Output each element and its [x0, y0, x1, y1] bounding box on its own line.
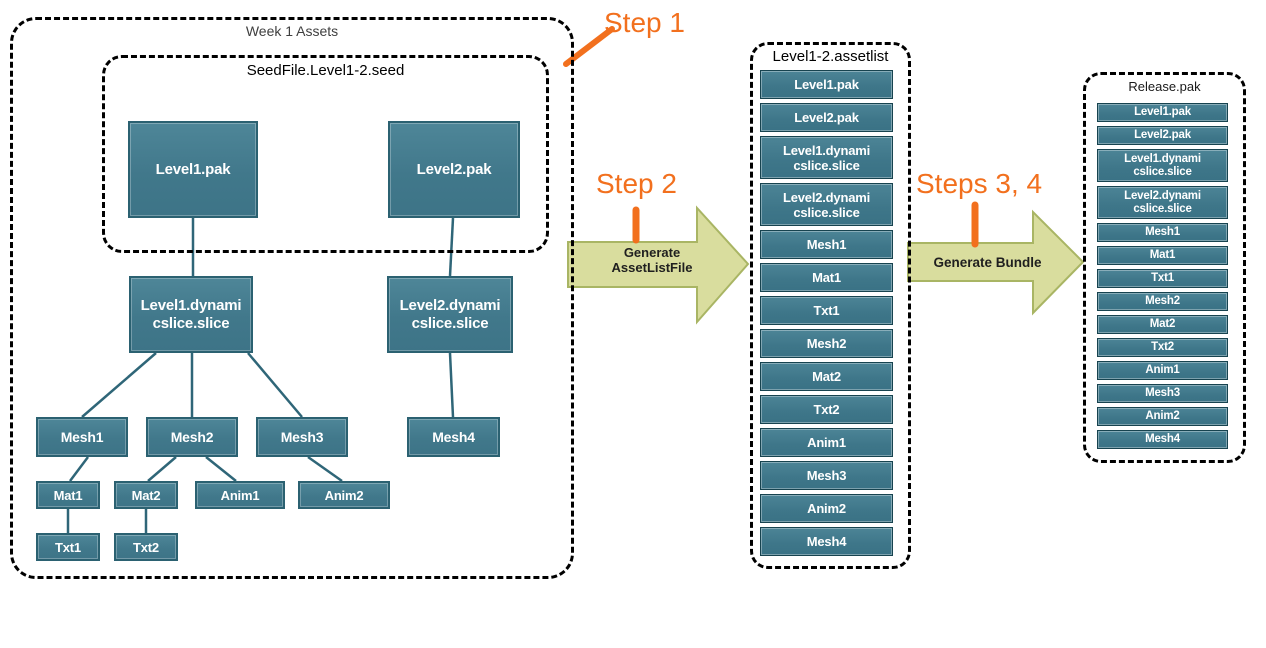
release-item: Anim1 [1097, 361, 1228, 380]
release-item: Level1.dynami cslice.slice [1097, 149, 1228, 182]
node-mesh3: Mesh3 [256, 417, 348, 457]
release-item: Level2.pak [1097, 126, 1228, 145]
step1-label: Step 1 [604, 7, 685, 38]
node-level1-pak: Level1.pak [128, 121, 258, 218]
release-item: Mat2 [1097, 315, 1228, 334]
seedfile-group: SeedFile.Level1-2.seed [102, 55, 549, 253]
node-txt1: Txt1 [36, 533, 100, 561]
steps34-label: Steps 3, 4 [916, 168, 1043, 199]
release-item: Mat1 [1097, 246, 1228, 265]
assetlist-item: Level1.dynami cslice.slice [760, 136, 893, 179]
generate-assetlistfile-arrow [567, 205, 750, 325]
generate-bundle-label: Generate Bundle [933, 255, 1042, 270]
assetlist-title: Level1-2.assetlist [772, 48, 889, 65]
release-item: Level1.pak [1097, 103, 1228, 122]
assetlist-item: Mesh4 [760, 527, 893, 556]
assetlist-box: Level1-2.assetlist [750, 42, 911, 569]
node-mesh4: Mesh4 [407, 417, 500, 457]
assetlist-item: Mat1 [760, 263, 893, 292]
assetlist-item: Txt2 [760, 395, 893, 424]
week1-assets-group: Week 1 Assets [10, 17, 574, 579]
node-txt2: Txt2 [114, 533, 178, 561]
release-item: Mesh3 [1097, 384, 1228, 403]
release-title: Release.pak [1128, 79, 1201, 94]
node-level2-dynamicslice: Level2.dynami cslice.slice [387, 276, 513, 353]
assetlist-item: Mesh1 [760, 230, 893, 259]
assetlist-item: Anim1 [760, 428, 893, 457]
node-mesh1: Mesh1 [36, 417, 128, 457]
node-mat2: Mat2 [114, 481, 178, 509]
seedfile-label: SeedFile.Level1-2.seed [246, 62, 405, 79]
release-item: Txt2 [1097, 338, 1228, 357]
release-item: Mesh1 [1097, 223, 1228, 242]
assetlist-item: Anim2 [760, 494, 893, 523]
node-mat1: Mat1 [36, 481, 100, 509]
generate-bundle-arrow [907, 209, 1085, 316]
release-box: Release.pak [1083, 72, 1246, 463]
assetlist-item: Level2.pak [760, 103, 893, 132]
tree-connector-lines [66, 217, 455, 533]
node-mesh2: Mesh2 [146, 417, 238, 457]
assetlist-item: Level1.pak [760, 70, 893, 99]
release-item: Level2.dynami cslice.slice [1097, 186, 1228, 219]
week1-assets-label: Week 1 Assets [245, 23, 339, 39]
assetlist-item: Txt1 [760, 296, 893, 325]
assetlist-item: Level2.dynami cslice.slice [760, 183, 893, 226]
step2-label: Step 2 [596, 168, 677, 199]
assetlist-item: Mesh2 [760, 329, 893, 358]
release-items: Level1.pak Level2.pak Level1.dynami csli… [1097, 103, 1228, 449]
release-item: Txt1 [1097, 269, 1228, 288]
node-level2-pak: Level2.pak [388, 121, 520, 218]
assetlist-item: Mesh3 [760, 461, 893, 490]
release-item: Anim2 [1097, 407, 1228, 426]
node-level1-dynamicslice: Level1.dynami cslice.slice [129, 276, 253, 353]
node-anim1: Anim1 [195, 481, 285, 509]
assetlist-item: Mat2 [760, 362, 893, 391]
assetlist-items: Level1.pak Level2.pak Level1.dynami csli… [760, 70, 893, 556]
release-item: Mesh2 [1097, 292, 1228, 311]
generate-assetlistfile-label: Generate AssetListFile [611, 245, 693, 275]
node-anim2: Anim2 [298, 481, 390, 509]
release-item: Mesh4 [1097, 430, 1228, 449]
